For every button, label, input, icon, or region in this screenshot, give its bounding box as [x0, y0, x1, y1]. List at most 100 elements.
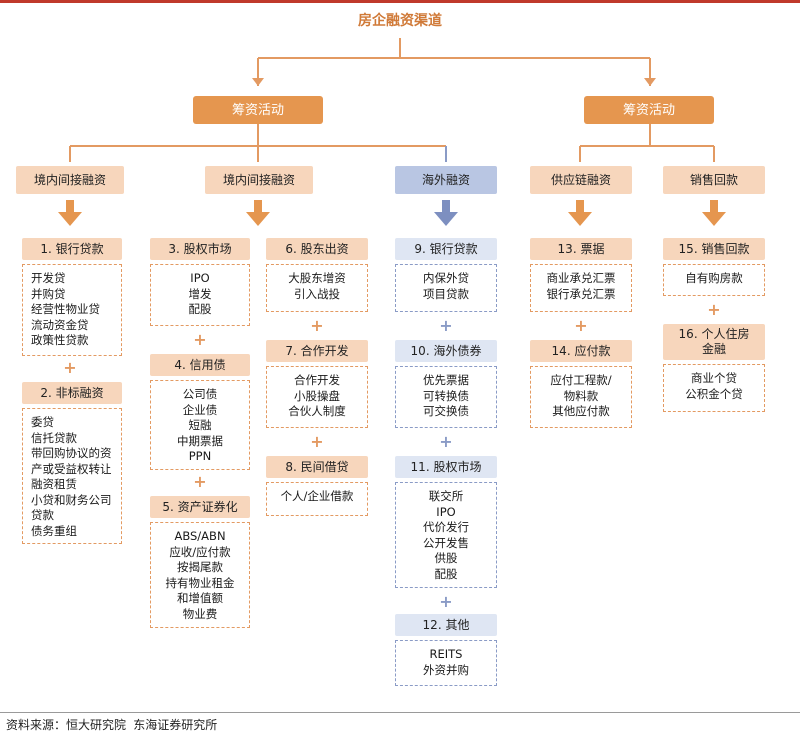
card-item: 商业个贷 — [691, 371, 737, 385]
plus-sign: + — [310, 432, 324, 451]
card-2-header: 2. 非标融资 — [22, 382, 122, 404]
card-item: 内保外贷 — [423, 271, 469, 285]
financing-activity-right: 筹资活动 — [584, 96, 714, 124]
card-item: 商业承兑汇票 — [546, 271, 616, 285]
card-16-body: 商业个贷公积金个贷 — [663, 364, 765, 412]
plus-sign: + — [193, 330, 207, 349]
card-item: 持有物业租金 — [165, 575, 235, 590]
card-item: 应付工程款/ — [550, 373, 612, 387]
card-9-header: 9. 银行贷款 — [395, 238, 497, 260]
card-item: 带回购协议的资 — [31, 446, 112, 460]
card-item: 并购贷 — [31, 286, 66, 301]
card-item: 优先票据 — [423, 373, 469, 387]
card-item: 融资租赁 — [31, 477, 77, 491]
bottom-rule — [0, 712, 800, 713]
card-item: 自有购房款 — [685, 271, 743, 285]
card-item: 可转换债 — [423, 388, 469, 403]
card-6-body: 大股东增资引入战投 — [266, 264, 368, 312]
card-item: 公积金个贷 — [685, 386, 743, 401]
card-item: 中期票据 — [177, 433, 223, 448]
card-item: 联交所 — [428, 489, 464, 503]
category-supply-chain: 供应链融资 — [530, 166, 632, 194]
card-7-body: 合作开发小股操盘合伙人制度 — [266, 366, 368, 428]
plus-sign: + — [63, 358, 77, 377]
source-note: 资料来源：恒大研究院 东海证券研究所 — [6, 718, 218, 732]
card-item: 代价发行 — [423, 520, 469, 534]
card-1-body: 开发贷并购贷经营性物业贷流动资金贷政策性贷款 — [22, 264, 122, 356]
card-item: 贷款 — [31, 508, 54, 522]
card-12-header: 12. 其他 — [395, 614, 497, 636]
card-item: 银行承兑汇票 — [546, 286, 616, 301]
diagram-title: 房企融资渠道 — [358, 13, 442, 29]
financing-activity-left: 筹资活动 — [193, 96, 323, 124]
card-item: 可交换债 — [423, 404, 469, 418]
plus-sign: + — [310, 316, 324, 335]
card-item: 产或受益权转让 — [31, 461, 112, 476]
plus-sign: + — [707, 300, 721, 319]
card-3-header: 3. 股权市场 — [150, 238, 250, 260]
card-item: 企业债 — [182, 402, 218, 417]
card-8-body: 个人/企业借款 — [266, 482, 368, 516]
category-domestic-indirect-1: 境内间接融资 — [16, 166, 124, 194]
card-item: REITS — [429, 647, 463, 661]
card-item: IPO — [190, 271, 210, 285]
top-rule — [0, 0, 800, 3]
card-15-header: 15. 销售回款 — [663, 238, 765, 260]
card-item: 公司债 — [182, 387, 218, 401]
card-14-header: 14. 应付款 — [530, 340, 632, 362]
plus-sign: + — [439, 592, 453, 611]
card-1-header: 1. 银行贷款 — [22, 238, 122, 260]
card-item: 政策性贷款 — [31, 333, 89, 347]
plus-sign: + — [439, 432, 453, 451]
card-13-header: 13. 票据 — [530, 238, 632, 260]
card-item: 合作开发 — [294, 373, 340, 387]
card-item: 增发 — [188, 286, 212, 301]
card-14-body: 应付工程款/物料款其他应付款 — [530, 366, 632, 428]
card-item: 信托贷款 — [31, 430, 77, 445]
card-11-header: 11. 股权市场 — [395, 456, 497, 478]
card-item: 小贷和财务公司 — [31, 492, 112, 507]
card-item: 个人/企业借款 — [280, 489, 354, 503]
card-item: 开发贷 — [31, 271, 66, 285]
card-item: 引入战投 — [294, 286, 340, 301]
plus-sign: + — [193, 472, 207, 491]
card-item: 小股操盘 — [294, 388, 340, 403]
plus-sign: + — [574, 316, 588, 335]
card-13-body: 商业承兑汇票银行承兑汇票 — [530, 264, 632, 312]
card-item: 经营性物业贷 — [31, 302, 100, 316]
card-item: 外资并购 — [423, 662, 469, 677]
card-item: 合伙人制度 — [288, 404, 346, 418]
card-2-body: 委贷信托贷款带回购协议的资产或受益权转让融资租赁小贷和财务公司贷款债务重组 — [22, 408, 122, 544]
card-7-header: 7. 合作开发 — [266, 340, 368, 362]
card-6-header: 6. 股东出资 — [266, 238, 368, 260]
card-item: 债务重组 — [31, 523, 77, 538]
category-sales-collection: 销售回款 — [663, 166, 765, 194]
card-item: 物料款 — [563, 388, 599, 403]
card-item: 按揭尾款 — [177, 560, 223, 574]
card-item: 委贷 — [31, 415, 54, 429]
plus-sign: + — [439, 316, 453, 335]
card-item: 配股 — [188, 302, 212, 316]
card-item: 项目贷款 — [423, 286, 469, 301]
card-item: 和增值额 — [177, 591, 223, 605]
card-item: IPO — [436, 504, 456, 519]
card-15-body: 自有购房款 — [663, 264, 765, 296]
card-item: 短融 — [188, 418, 212, 432]
card-item: ABS/ABN — [174, 529, 226, 543]
card-8-header: 8. 民间借贷 — [266, 456, 368, 478]
card-item: 其他应付款 — [552, 404, 610, 418]
card-5-header: 5. 资产证券化 — [150, 496, 250, 518]
card-item: 流动资金贷 — [31, 317, 89, 332]
card-item: 配股 — [434, 566, 458, 581]
card-9-body: 内保外贷项目贷款 — [395, 264, 497, 312]
card-16-header: 16. 个人住房 金融 — [663, 324, 765, 360]
category-overseas: 海外融资 — [395, 166, 497, 194]
card-item: 供股 — [434, 551, 458, 565]
category-domestic-indirect-2: 境内间接融资 — [205, 166, 313, 194]
card-item: 应收/应付款 — [169, 544, 231, 559]
